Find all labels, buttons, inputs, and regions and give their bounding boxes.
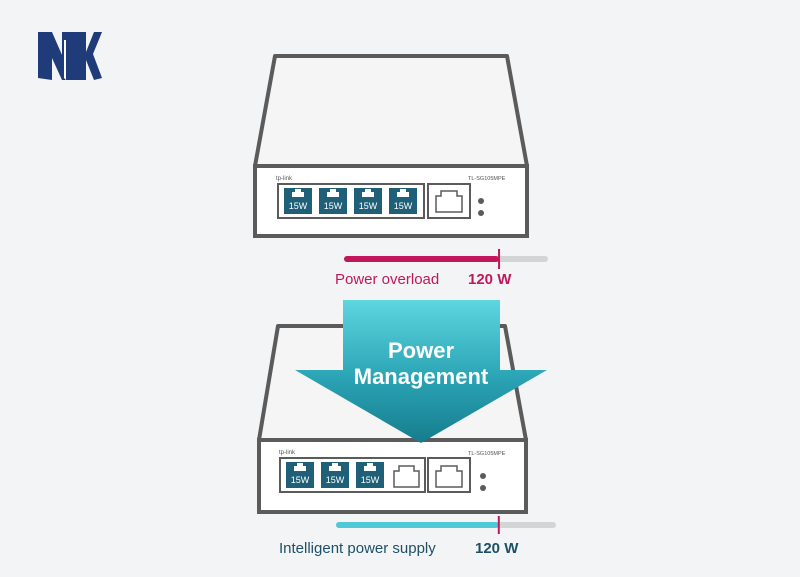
top-power-bar — [344, 249, 548, 269]
top-led-2 — [478, 210, 484, 216]
top-caption-label: Power overload — [335, 271, 439, 288]
top-port-label: 15W — [359, 201, 378, 211]
top-caption-value: 120 W — [468, 271, 512, 288]
top-power-fill — [344, 256, 500, 262]
top-port-group — [277, 183, 425, 219]
bottom-idle-port-icon — [393, 465, 420, 488]
top-port-connector-icon — [362, 189, 374, 197]
bottom-port-label: 15W — [291, 475, 310, 485]
bottom-led-1 — [480, 473, 486, 479]
bottom-power-bar — [336, 516, 556, 534]
arrow-label-line1: Power — [388, 338, 454, 363]
arrow-label-line2: Management — [354, 364, 489, 389]
bottom-caption-label: Intelligent power supply — [279, 540, 436, 557]
top-uplink-port-icon — [435, 190, 463, 213]
bottom-caption-value: 120 W — [475, 540, 519, 557]
top-port-label: 15W — [289, 201, 308, 211]
top-port-label: 15W — [324, 201, 343, 211]
bottom-uplink-port-icon — [435, 465, 463, 488]
top-switch: tp-link TL-SG105MPE 15W 15W 15W 15W — [253, 54, 529, 238]
top-switch-brand: tp-link — [276, 176, 293, 182]
bottom-port-connector-icon — [364, 463, 376, 471]
top-port-connector-icon — [327, 189, 339, 197]
top-port-connector-icon — [292, 189, 304, 197]
top-port-connector-icon — [397, 189, 409, 197]
bottom-uplink-port-frame — [427, 457, 471, 493]
bottom-port-connector-icon — [329, 463, 341, 471]
top-port-label: 15W — [394, 201, 413, 211]
top-uplink-port-frame — [427, 183, 471, 219]
top-switch-model: TL-SG105MPE — [468, 176, 506, 182]
bottom-port-label: 15W — [361, 475, 380, 485]
ntk-logo — [38, 32, 102, 80]
bottom-switch-brand: tp-link — [279, 450, 296, 456]
bottom-port-connector-icon — [294, 463, 306, 471]
bottom-port-group — [279, 457, 426, 493]
bottom-led-2 — [480, 485, 486, 491]
top-led-1 — [478, 198, 484, 204]
power-management-arrow: Power Management — [295, 300, 547, 443]
top-switch-lid — [253, 54, 529, 168]
bottom-switch-model: TL-SG105MPE — [468, 451, 506, 457]
bottom-port-label: 15W — [326, 475, 345, 485]
top-port-row: 15W 15W 15W 15W — [284, 188, 417, 214]
bottom-port-row: 15W 15W 15W — [286, 462, 384, 488]
bottom-power-fill — [336, 522, 499, 528]
